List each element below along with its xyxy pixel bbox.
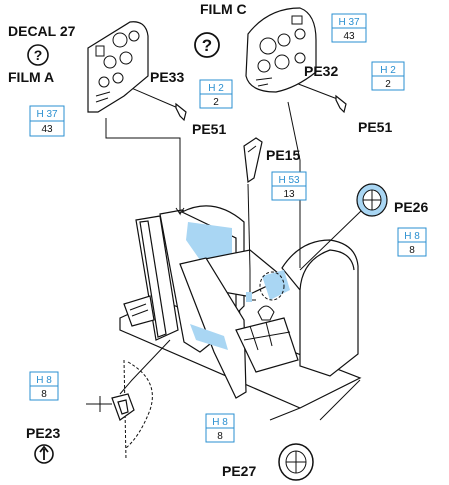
part-labels: DECAL 27 FILM A FILM C PE33 PE32 PE51 PE… xyxy=(8,1,428,479)
callout-h37-left: H 37 43 xyxy=(29,105,65,137)
pe27-wheel xyxy=(278,443,314,481)
question-circle-icon: ? xyxy=(194,32,220,58)
pe51-part-left xyxy=(175,102,187,122)
svg-text:H 8: H 8 xyxy=(404,231,420,242)
pe51-right-label: PE51 xyxy=(358,119,392,135)
pe32-label: PE32 xyxy=(304,63,338,79)
svg-text:H 53: H 53 xyxy=(278,175,300,186)
pe15-label: PE15 xyxy=(266,147,300,163)
svg-text:8: 8 xyxy=(41,389,47,400)
callout-h37-right: H 37 43 xyxy=(331,13,367,43)
svg-text:?: ? xyxy=(34,47,43,63)
svg-text:43: 43 xyxy=(343,31,355,42)
pe27-label: PE27 xyxy=(222,463,256,479)
svg-text:H 37: H 37 xyxy=(338,17,360,28)
pe15-part xyxy=(243,137,263,184)
svg-text:H 8: H 8 xyxy=(212,417,228,428)
pe23-part xyxy=(86,359,153,461)
svg-text:8: 8 xyxy=(217,431,223,442)
svg-text:H 2: H 2 xyxy=(380,65,396,76)
svg-text:13: 13 xyxy=(283,189,295,200)
pe51-part-right xyxy=(335,94,347,114)
svg-text:2: 2 xyxy=(385,79,391,90)
question-circle-icon: ? xyxy=(27,44,49,66)
film-c-label: FILM C xyxy=(200,1,247,17)
svg-text:?: ? xyxy=(202,36,212,55)
svg-text:H 37: H 37 xyxy=(36,109,58,120)
rotate-arrow-icon xyxy=(34,444,54,464)
pe26-wheel xyxy=(356,183,388,217)
decal-label: DECAL 27 xyxy=(8,23,76,39)
cockpit-tub xyxy=(119,205,362,409)
callout-h53: H 53 13 xyxy=(271,171,307,201)
svg-text:H 8: H 8 xyxy=(36,375,52,386)
svg-text:8: 8 xyxy=(409,245,415,256)
callout-h2-left: H 2 2 xyxy=(199,79,233,109)
pe23-label: PE23 xyxy=(26,425,60,441)
callout-h8-pe23: H 8 8 xyxy=(29,371,59,401)
pe51-left-label: PE51 xyxy=(192,121,226,137)
svg-text:H 2: H 2 xyxy=(208,83,224,94)
callout-h8-pe26: H 8 8 xyxy=(397,227,427,257)
instrument-panel-film-a xyxy=(87,21,149,113)
film-a-label: FILM A xyxy=(8,69,54,85)
svg-text:43: 43 xyxy=(41,124,53,135)
pe33-label: PE33 xyxy=(150,69,184,85)
svg-text:2: 2 xyxy=(213,97,219,108)
callout-h8-pe27: H 8 8 xyxy=(205,413,235,443)
callout-h2-right: H 2 2 xyxy=(371,61,405,91)
instrument-panel-film-c xyxy=(245,7,317,93)
pe26-label: PE26 xyxy=(394,199,428,215)
